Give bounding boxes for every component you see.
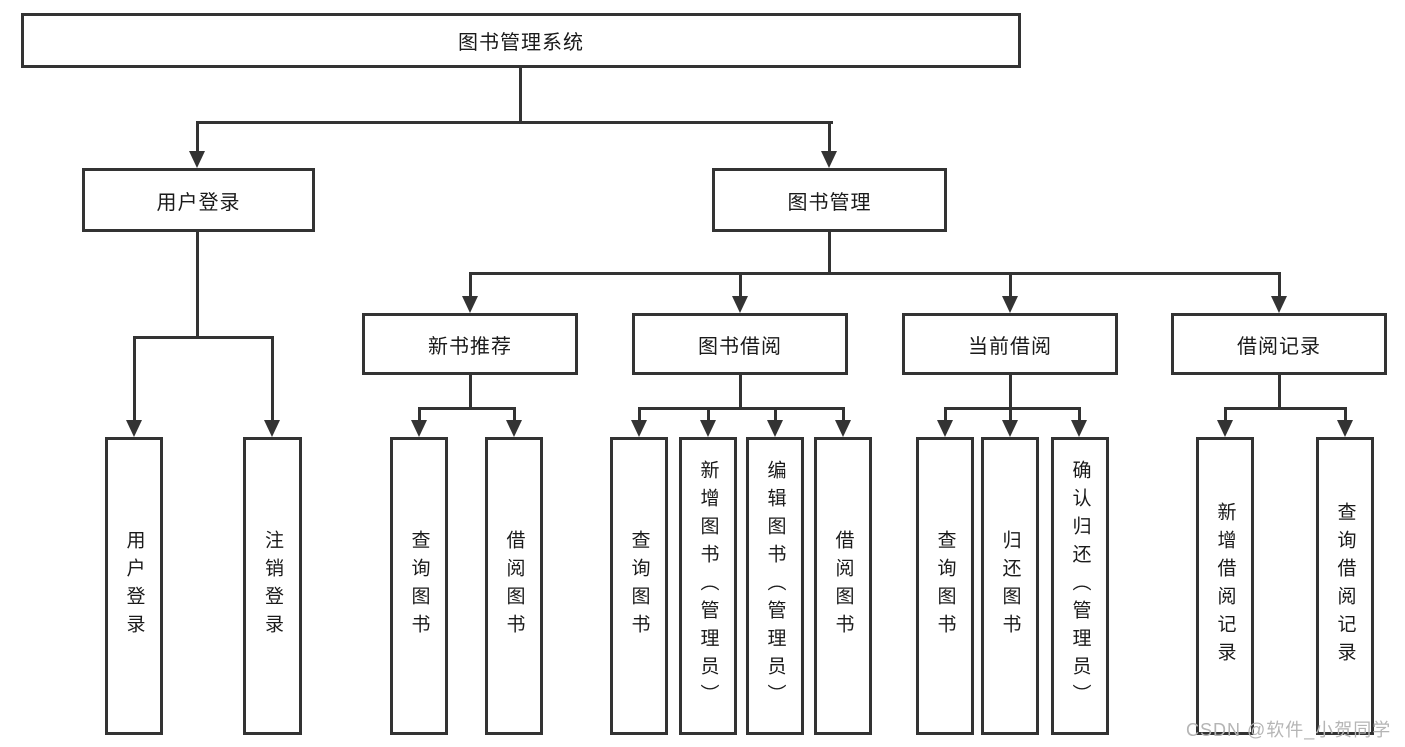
connector-login-rail — [133, 336, 274, 339]
leaf-label: 查询图书 — [628, 530, 650, 642]
connector-login-to-leaf2 — [271, 336, 274, 421]
node-label: 借阅记录 — [1237, 335, 1321, 358]
leaf-add-borrow-record: 新增借阅记录 — [1196, 437, 1254, 735]
connector-current-rail — [944, 407, 1081, 410]
connector-login-stem — [196, 232, 199, 336]
leaf-query-book-borrowing: 查询图书 — [610, 437, 668, 735]
connector-leaf-drop — [638, 407, 641, 421]
connector-leaf-drop — [842, 407, 845, 421]
connector-current-stem — [1009, 375, 1012, 407]
connector-leaf-drop — [1224, 407, 1227, 421]
arrow-down-icon — [506, 420, 522, 437]
csdn-watermark: CSDN @软件_小贺同学 — [1186, 720, 1392, 740]
arrow-down-icon — [462, 296, 478, 313]
node-user-login: 用户登录 — [82, 168, 315, 232]
connector-leaf-drop — [707, 407, 710, 421]
connector-root-stem — [519, 68, 522, 121]
node-label: 用户登录 — [156, 191, 241, 214]
leaf-label: 归还图书 — [999, 530, 1021, 642]
arrow-down-icon — [631, 420, 647, 437]
arrow-down-icon — [189, 151, 205, 168]
connector-leaf-drop — [944, 407, 947, 421]
arrow-down-icon — [767, 420, 783, 437]
leaf-label: 查询图书 — [408, 530, 430, 642]
leaf-add-book-admin: 新增图书（管理员） — [679, 437, 737, 735]
arrow-down-icon — [732, 296, 748, 313]
arrow-down-icon — [1002, 296, 1018, 313]
leaf-logout: 注销登录 — [243, 437, 302, 735]
arrow-down-icon — [1071, 420, 1087, 437]
leaf-query-book-current: 查询图书 — [916, 437, 974, 735]
arrow-down-icon — [1002, 420, 1018, 437]
connector-leaf-drop — [418, 407, 421, 421]
connector-borrow-rail — [638, 407, 844, 410]
connector-root-to-bookmgmt — [828, 121, 831, 152]
node-book-borrowing: 图书借阅 — [632, 313, 848, 375]
connector-to-records — [1278, 272, 1281, 297]
node-current-borrowing: 当前借阅 — [902, 313, 1118, 375]
leaf-label: 借阅图书 — [832, 530, 854, 642]
leaf-borrow-book: 借阅图书 — [814, 437, 872, 735]
node-label: 新书推荐 — [428, 335, 512, 358]
leaf-label: 确认归还（管理员） — [1069, 460, 1091, 712]
connector-records-stem — [1278, 375, 1281, 407]
leaf-borrow-book-recommend: 借阅图书 — [485, 437, 543, 735]
connector-borrow-stem — [739, 375, 742, 407]
arrow-down-icon — [264, 420, 280, 437]
leaf-confirm-return-admin: 确认归还（管理员） — [1051, 437, 1109, 735]
connector-leaf-drop — [774, 407, 777, 421]
leaf-edit-book-admin: 编辑图书（管理员） — [746, 437, 804, 735]
connector-leaf-drop — [513, 407, 516, 421]
connector-to-newbook — [469, 272, 472, 297]
node-borrowing-records: 借阅记录 — [1171, 313, 1387, 375]
connector-leaf-drop — [1009, 407, 1012, 421]
node-label: 图书管理系统 — [458, 32, 584, 54]
connector-newbook-rail — [418, 407, 515, 410]
connector-leaf-drop — [1344, 407, 1347, 421]
arrow-down-icon — [126, 420, 142, 437]
leaf-label: 查询借阅记录 — [1334, 502, 1356, 670]
leaf-query-book-recommend: 查询图书 — [390, 437, 448, 735]
leaf-return-book: 归还图书 — [981, 437, 1039, 735]
node-label: 当前借阅 — [968, 335, 1052, 358]
leaf-label: 新增图书（管理员） — [697, 460, 719, 712]
leaf-query-borrow-record: 查询借阅记录 — [1316, 437, 1374, 735]
arrow-down-icon — [835, 420, 851, 437]
node-book-management: 图书管理 — [712, 168, 947, 232]
connector-root-rail — [196, 121, 833, 124]
arrow-down-icon — [1337, 420, 1353, 437]
node-label: 图书管理 — [787, 191, 872, 214]
connector-newbook-stem — [469, 375, 472, 407]
arrow-down-icon — [700, 420, 716, 437]
arrow-down-icon — [1271, 296, 1287, 313]
connector-root-to-login — [196, 121, 199, 152]
arrow-down-icon — [411, 420, 427, 437]
leaf-label: 编辑图书（管理员） — [764, 460, 786, 712]
leaf-label: 查询图书 — [934, 530, 956, 642]
node-new-book-recommendation: 新书推荐 — [362, 313, 578, 375]
node-library-management-system: 图书管理系统 — [21, 13, 1021, 68]
connector-bookmgmt-rail — [469, 272, 1281, 275]
arrow-down-icon — [1217, 420, 1233, 437]
leaf-label: 注销登录 — [262, 530, 283, 642]
arrow-down-icon — [937, 420, 953, 437]
leaf-label: 新增借阅记录 — [1214, 502, 1236, 670]
node-label: 图书借阅 — [698, 335, 782, 358]
arrow-down-icon — [821, 151, 837, 168]
connector-records-rail — [1224, 407, 1346, 410]
connector-leaf-drop — [1078, 407, 1081, 421]
leaf-label: 用户登录 — [123, 530, 145, 642]
connector-login-to-leaf1 — [133, 336, 136, 421]
leaf-label: 借阅图书 — [503, 530, 525, 642]
leaf-user-login: 用户登录 — [105, 437, 163, 735]
connector-to-current — [1009, 272, 1012, 297]
connector-bookmgmt-stem — [828, 232, 831, 272]
connector-to-borrow — [739, 272, 742, 297]
